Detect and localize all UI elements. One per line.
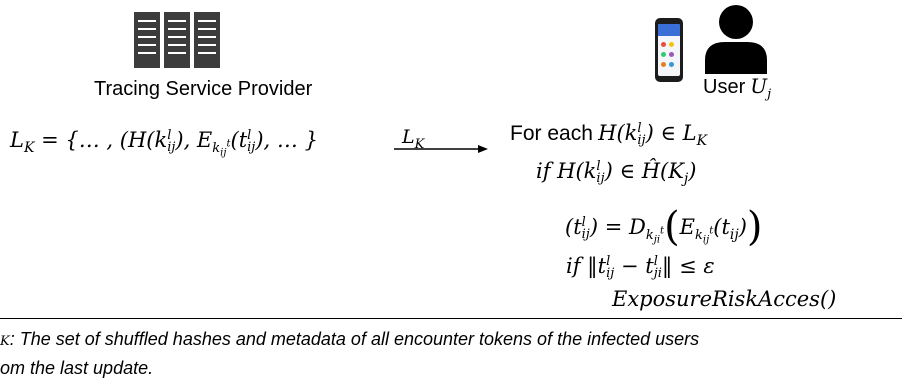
footnote-divider (0, 318, 902, 319)
provider-label: Tracing Service Provider (94, 78, 313, 100)
algo-line-5: ExposureRiskAcces() (612, 287, 837, 311)
arrow-label: LK (402, 126, 425, 152)
footnote-line-1: K: The set of shuffled hashes and metada… (0, 329, 700, 349)
transfer-arrow (394, 145, 488, 153)
user-label: User Uj (703, 74, 772, 102)
footnote: K: The set of shuffled hashes and metada… (0, 326, 699, 382)
phone-icon (655, 18, 683, 82)
server-icon (134, 12, 220, 68)
footnote-line-2: om the last update. (0, 358, 154, 378)
user-icon (705, 5, 767, 74)
